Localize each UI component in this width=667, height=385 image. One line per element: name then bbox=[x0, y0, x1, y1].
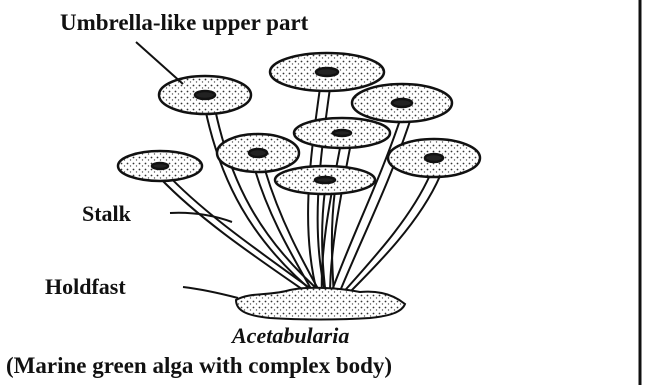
stalk-leader-line bbox=[170, 213, 232, 222]
holdfast-leader-line bbox=[183, 287, 238, 298]
genus-label: Acetabularia bbox=[230, 323, 349, 348]
holdfast-base bbox=[236, 288, 405, 320]
umbrella-leader-line bbox=[136, 42, 183, 84]
stalk-label: Stalk bbox=[82, 201, 132, 226]
caption: (Marine green alga with complex body) bbox=[6, 353, 392, 378]
holdfast-label: Holdfast bbox=[45, 274, 126, 299]
umbrella-label: Umbrella-like upper part bbox=[60, 10, 309, 35]
